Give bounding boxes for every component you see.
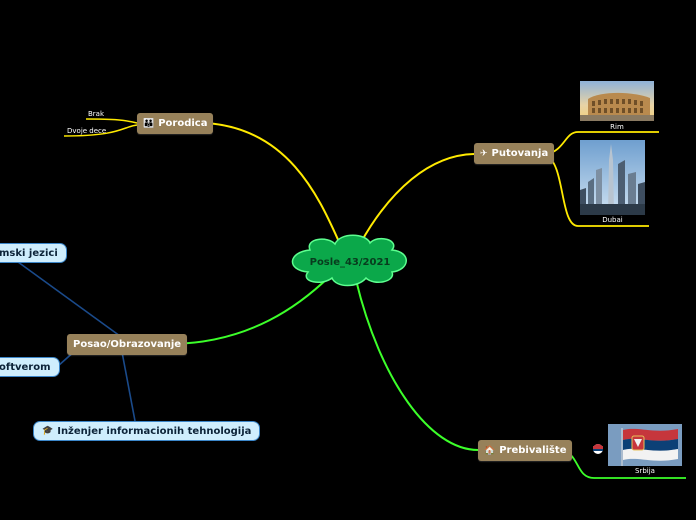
serbia-flag-icon (593, 444, 603, 454)
topic-putovanja[interactable]: ✈ Putovanja (474, 143, 555, 164)
connector-inzenjer (121, 351, 136, 422)
subtopic-jezici-label: mski jezici (0, 247, 58, 259)
subtopic-inzenjer[interactable]: 🎓 Inženjer informacionih tehnologija (33, 421, 261, 441)
graduation-cap-icon: 🎓 (42, 426, 54, 436)
family-icon: 👪 (143, 118, 155, 129)
subtopic-softverom-label: oftverom (0, 361, 51, 373)
serbian-flag-photo[interactable] (608, 424, 682, 466)
topic-porodica-label: Porodica (158, 118, 208, 129)
topic-putovanja-label: Putovanja (491, 148, 549, 159)
connector-jezici (17, 261, 121, 337)
airplane-icon: ✈ (480, 148, 488, 159)
central-topic[interactable]: Posle_43/2021 (290, 252, 410, 272)
caption-rim: Rim (610, 123, 624, 131)
colosseum-photo[interactable] (580, 81, 654, 121)
subtopic-inzenjer-label: Inženjer informacionih tehnologija (57, 425, 252, 437)
topic-posao-label: Posao/Obrazovanje (73, 339, 182, 350)
central-cloud[interactable] (291, 234, 407, 287)
dubai-skyline-photo[interactable] (580, 140, 645, 215)
topic-porodica[interactable]: 👪 Porodica (137, 113, 214, 134)
leaf-dvoje-dece[interactable]: Dvoje dece (67, 127, 107, 135)
connector-brak (85, 118, 138, 124)
central-topic-label: Posle_43/2021 (309, 256, 391, 268)
connector-putovanja (359, 153, 475, 245)
subtopic-softverom[interactable]: oftverom (0, 357, 60, 377)
topic-prebivaliste[interactable]: 🏠 Prebivalište (478, 440, 573, 461)
connector-posao (170, 275, 331, 345)
connector-dvoje-dece (63, 124, 138, 137)
topic-prebivaliste-label: Prebivalište (499, 445, 567, 456)
connector-porodica (204, 122, 341, 245)
house-icon: 🏠 (484, 445, 496, 456)
topic-posao-obrazovanje[interactable]: Posao/Obrazovanje (67, 334, 188, 355)
leaf-brak[interactable]: Brak (88, 110, 105, 118)
caption-dubai: Dubai (602, 216, 623, 224)
subtopic-jezici[interactable]: mski jezici (0, 243, 67, 263)
caption-srbija: Srbija (635, 467, 655, 475)
connector-prebivaliste (355, 279, 479, 451)
